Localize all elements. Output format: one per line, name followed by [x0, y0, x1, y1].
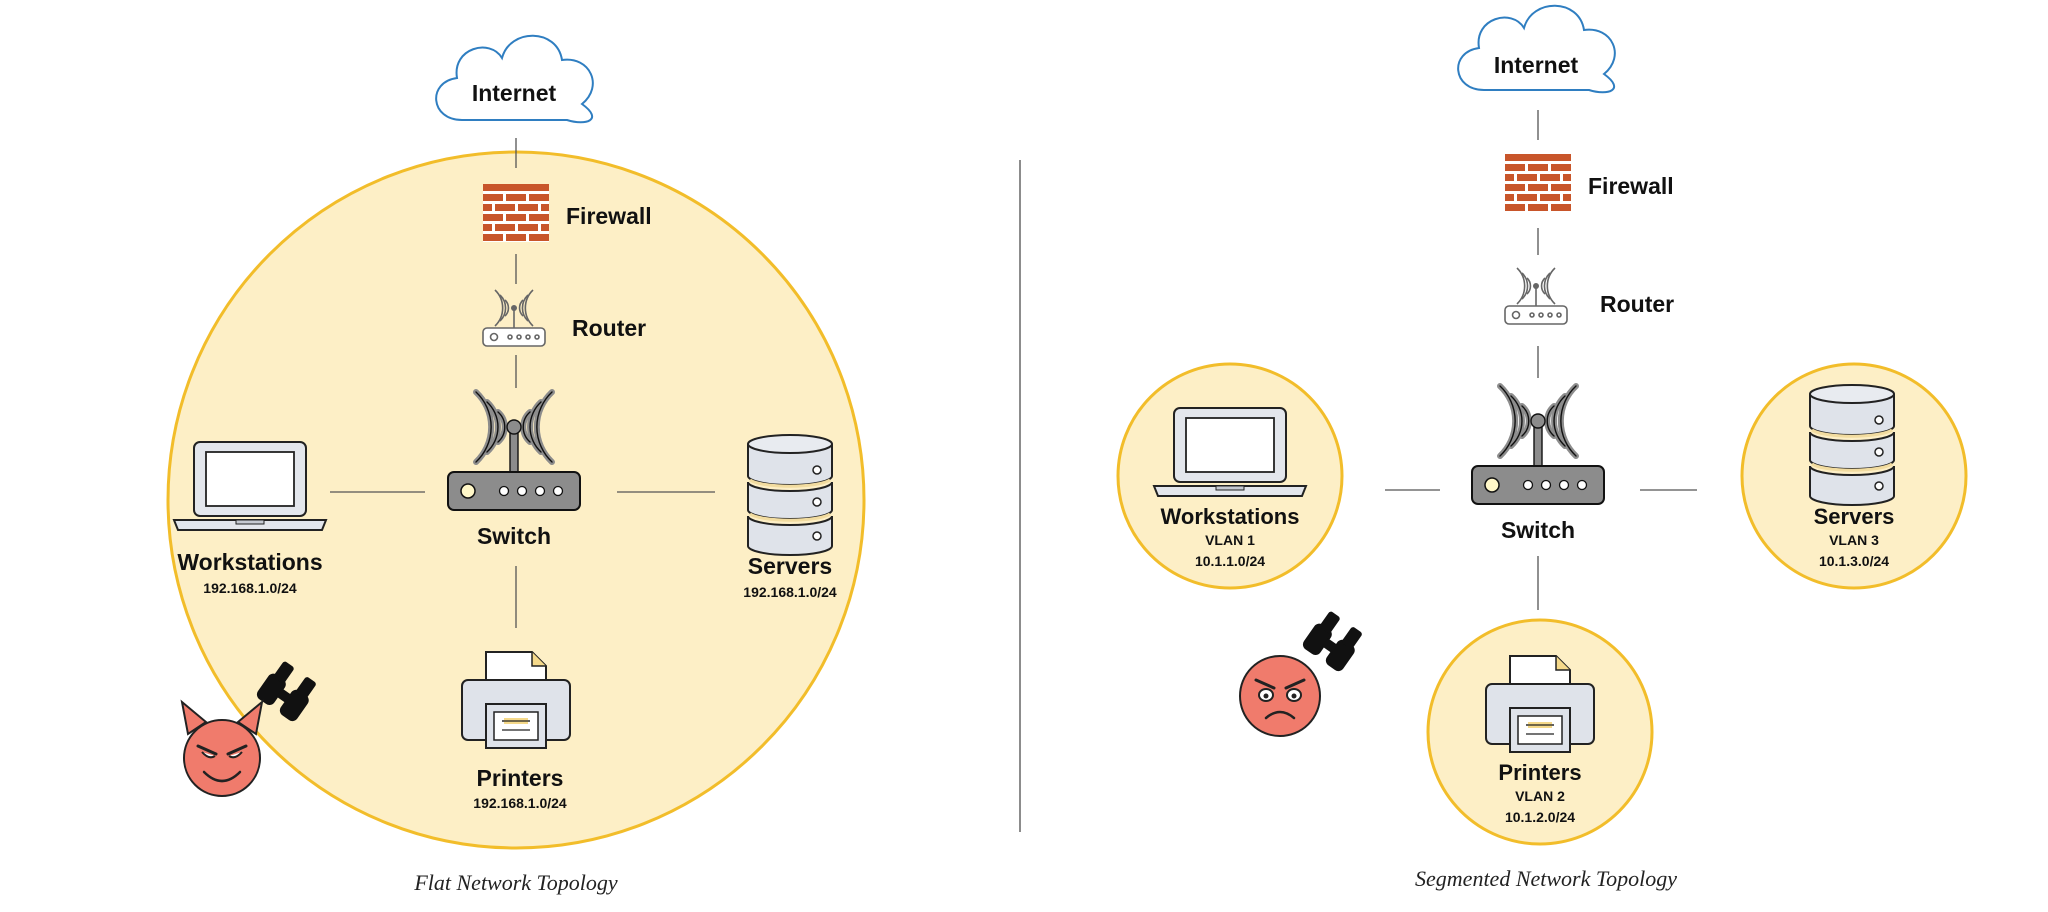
seg-servers-subnet: 10.1.3.0/24: [1819, 553, 1889, 569]
servers-subnet: 192.168.1.0/24: [743, 584, 837, 600]
seg-firewall-label: Firewall: [1588, 173, 1674, 199]
segmented-network-panel: Internet Firewall Router Switch Workstat…: [1116, 4, 1968, 891]
flat-topology-caption: Flat Network Topology: [413, 870, 618, 895]
seg-switch-label: Switch: [1501, 517, 1575, 543]
printers-label: Printers: [477, 765, 564, 791]
seg-router-label: Router: [1600, 291, 1674, 317]
seg-router-icon: [1504, 267, 1568, 325]
flat-network-panel: Internet Firewall Router Switch Workstat…: [166, 34, 866, 895]
seg-servers-label: Servers: [1814, 504, 1895, 529]
seg-workstations-subnet: 10.1.1.0/24: [1195, 553, 1265, 569]
seg-workstations-label: Workstations: [1161, 504, 1300, 529]
seg-internet-label: Internet: [1494, 52, 1579, 78]
seg-firewall-icon: [1505, 154, 1571, 212]
angry-face-icon: [1238, 654, 1322, 738]
servers-label: Servers: [748, 553, 832, 579]
devil-face-icon: [180, 700, 264, 798]
printers-subnet: 192.168.1.0/24: [473, 795, 567, 811]
workstations-label: Workstations: [177, 549, 322, 575]
cloud-icon: [435, 34, 594, 124]
workstations-subnet: 192.168.1.0/24: [203, 580, 297, 596]
seg-printers-subnet: 10.1.2.0/24: [1505, 809, 1575, 825]
seg-cloud-icon: [1457, 4, 1616, 94]
firewall-label: Firewall: [566, 203, 652, 229]
internet-label: Internet: [472, 80, 557, 106]
seg-servers-vlan: VLAN 3: [1829, 532, 1879, 548]
seg-server-icon: [1808, 383, 1896, 507]
router-label: Router: [572, 315, 646, 341]
seg-switch-icon: [1472, 386, 1604, 504]
firewall-icon: [483, 184, 549, 242]
seg-printers-vlan: VLAN 2: [1515, 788, 1565, 804]
seg-workstations-vlan: VLAN 1: [1205, 532, 1255, 548]
seg-printers-label: Printers: [1498, 760, 1581, 785]
server-icon: [746, 433, 834, 557]
seg-binoculars-icon: [1300, 608, 1367, 674]
switch-label: Switch: [477, 523, 551, 549]
segmented-topology-caption: Segmented Network Topology: [1415, 866, 1677, 891]
